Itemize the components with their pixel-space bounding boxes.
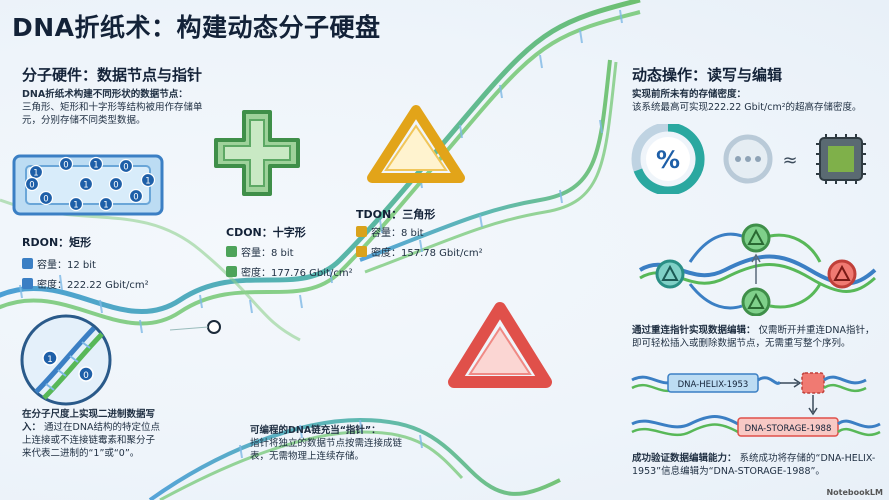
relink-bold: 通过重连指针实现数据编辑： xyxy=(632,325,756,336)
rdon-density-text: 密度：222.22 Gbit/cm² xyxy=(37,279,149,291)
helix-label: DNA-HELIX-1953 xyxy=(678,380,749,390)
left-intro-text: 三角形、矩形和十字形等结构被用作存储单元，分别存储不同类型数据。 xyxy=(22,102,203,126)
rdon-capacity-text: 容量：12 bit xyxy=(37,259,96,271)
verify-text: 成功验证数据编辑能力： 系统成功将存储的“DNA-HELIX-1953”信息编辑… xyxy=(632,452,882,478)
cdon-cross-illustration xyxy=(214,110,300,196)
density-bold: 实现前所未有的存储密度： xyxy=(632,89,747,100)
binary-text: 通过在DNA结构的特定位点上连接或不连接链霉素和聚分子来代表二进制的“1”或“0… xyxy=(22,422,160,459)
tdon-triangle-illustration xyxy=(367,105,465,183)
density-visual: % ≈ xyxy=(631,124,866,194)
right-heading: 动态操作：读写与编辑 xyxy=(632,66,783,84)
binary-write-text: 在分子尺度上实现二进制数据写入： 通过在DNA结构的特定位点上连接或不连接链霉素… xyxy=(22,408,162,460)
density-statement: 实现前所未有的存储密度： 该系统最高可实现222.22 Gbit/cm²的超高存… xyxy=(632,88,882,114)
tdon-capacity: 容量：8 bit xyxy=(356,224,424,239)
tdon-density-text: 密度：157.78 Gbit/cm² xyxy=(371,247,483,259)
rdon-bit-label: 1 xyxy=(83,181,88,191)
cdon-label: CDON：十字形 xyxy=(226,226,306,239)
red-triangle-node-illustration xyxy=(448,302,552,388)
cdon-capacity: 容量：8 bit xyxy=(226,244,294,259)
tdon-density: 密度：157.78 Gbit/cm² xyxy=(356,244,483,259)
density-text: 该系统最高可实现222.22 Gbit/cm²的超高存储密度。 xyxy=(632,102,862,113)
rdon-density: 密度：222.22 Gbit/cm² xyxy=(22,276,149,291)
rdon-bit-label: 0 xyxy=(133,193,138,203)
rdon-capacity: 容量：12 bit xyxy=(22,256,96,271)
rdon-bit-label: 0 xyxy=(43,195,48,205)
cdon-capacity-text: 容量：8 bit xyxy=(241,247,294,259)
density-icon xyxy=(22,277,33,289)
pointer-text: 可编程的DNA链充当“指针”： 指针将独立的数据节点按需连接成链表，无需物理上连… xyxy=(250,424,415,463)
zoom-bit-0: 0 xyxy=(83,371,89,381)
rdon-bit-label: 0 xyxy=(29,181,34,191)
notebooklm-logo: NotebookLM xyxy=(826,488,883,497)
capacity-icon xyxy=(226,245,237,257)
verify-desc: 系统成功将存储的“DNA-HELIX-1953”信息编辑为“DNA-STORAG… xyxy=(632,453,876,477)
relink-text: 通过重连指针实现数据编辑： 仅需断开并重连DNA指针，即可轻松插入或删除数据节点… xyxy=(632,324,882,350)
verify-bold: 成功验证数据编辑能力： xyxy=(632,453,737,464)
rdon-bit-label: 0 xyxy=(113,181,118,191)
rdon-bit-marker xyxy=(24,176,40,192)
rdon-bit-marker xyxy=(78,176,94,192)
capacity-icon xyxy=(22,257,33,269)
pointer-bold: 可编程的DNA链充当“指针”： xyxy=(250,425,381,436)
rdon-bit-label: 0 xyxy=(63,161,68,171)
rdon-bit-label: 1 xyxy=(93,161,98,171)
left-intro-bold: DNA折纸术构建不同形状的数据节点： xyxy=(22,89,188,100)
tdon-label: TDON：三角形 xyxy=(356,208,436,221)
cdon-density-text: 密度：177.76 Gbit/cm² xyxy=(241,267,353,279)
relink-pointer-diagram xyxy=(638,223,877,316)
edit-sequence-diagram: DNA-HELIX-1953 DNA-STORAGE-1988 xyxy=(631,372,881,437)
page-title: DNA折纸术：构建动态分子硬盘 xyxy=(12,13,381,42)
rdon-bit-label: 1 xyxy=(145,177,150,187)
rdon-bit-marker xyxy=(88,156,104,172)
rdon-bit-marker xyxy=(108,176,124,192)
percent-icon: % xyxy=(656,146,680,174)
relink-desc: 仅需断开并重连DNA指针，即可轻松插入或删除数据节点，无需重写整个序列。 xyxy=(632,325,875,349)
rdon-bit-marker xyxy=(58,156,74,172)
cdon-density: 密度：177.76 Gbit/cm² xyxy=(226,264,353,279)
rdon-bit-label: 0 xyxy=(123,163,128,173)
zoom-dna-circle: 1 0 xyxy=(20,314,112,406)
rdon-bit-label: 1 xyxy=(73,201,78,211)
rdon-bit-marker xyxy=(38,190,54,206)
capacity-icon xyxy=(356,225,367,237)
zoom-bit-1: 1 xyxy=(47,355,53,365)
density-icon xyxy=(356,245,367,257)
rdon-bit-marker xyxy=(98,196,114,212)
rdon-bit-marker xyxy=(68,196,84,212)
chip-icon xyxy=(816,134,866,184)
rdon-label: RDON：矩形 xyxy=(22,236,92,249)
rdon-bit-marker xyxy=(140,172,156,188)
storage-label: DNA-STORAGE-1988 xyxy=(745,424,832,434)
density-icon xyxy=(226,265,237,277)
rdon-bit-label: 1 xyxy=(103,201,108,211)
rdon-bit-label: 1 xyxy=(33,169,38,179)
binary-bold: 在分子尺度上实现二进制数据写入： xyxy=(22,409,156,433)
tdon-capacity-text: 容量：8 bit xyxy=(371,227,424,239)
rdon-bit-marker xyxy=(128,188,144,204)
rdon-bit-marker xyxy=(118,158,134,174)
approx-icon: ≈ xyxy=(782,150,797,171)
left-heading: 分子硬件：数据节点与指针 xyxy=(22,66,203,84)
left-intro: DNA折纸术构建不同形状的数据节点： 三角形、矩形和十字形等结构被用作存储单元，… xyxy=(22,88,217,127)
pointer-desc: 指针将独立的数据节点按需连接成链表，无需物理上连续存储。 xyxy=(250,438,403,462)
